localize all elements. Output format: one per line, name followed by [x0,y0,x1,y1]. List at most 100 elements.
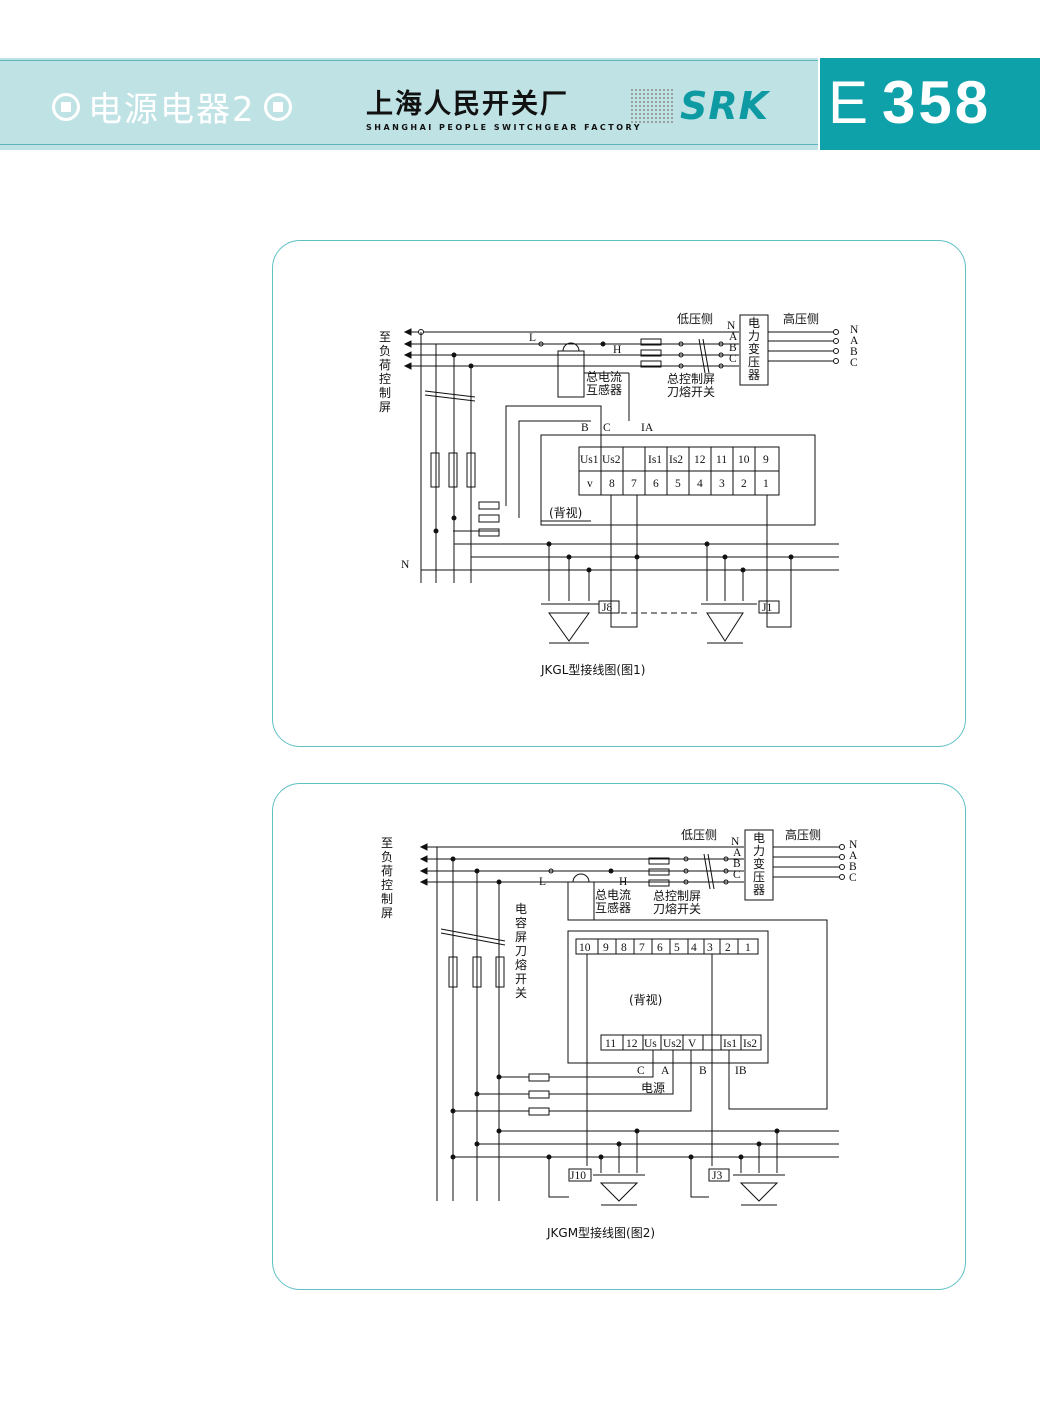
header-divider [818,58,820,150]
dot-pattern-icon [630,88,674,124]
terminal-label: 5 [675,478,681,490]
low-side-label: 低压侧 [681,828,717,842]
wire-label-c: C [603,422,611,434]
page-number: 358 [882,69,992,136]
wire-label-b: B [581,422,589,434]
terminal-label: 2 [741,478,747,490]
square-in-circle-icon [263,92,292,121]
terminal-label: V [688,1038,697,1050]
label-l: L [529,332,536,344]
square-in-circle-icon [52,92,80,121]
relay-label-j8: J8 [602,602,612,614]
terminal-label: Us2 [663,1038,682,1050]
terminal-label: 12 [694,454,706,466]
transformer-label: 电力变压器 [748,316,760,382]
series-title-text: 电源电器2 [88,90,256,130]
load-label-char: 至负荷控制屏 [379,330,391,414]
load-label-char: 至负荷控制屏 [381,836,393,920]
low-side-label: 低压侧 [677,312,713,326]
relay-label-j10: J10 [570,1170,586,1182]
terminal-label: 5 [674,942,680,954]
terminal-label: 7 [639,942,645,954]
terminal-label: Us2 [602,454,621,466]
transformer-label: 电力变压器 [753,831,765,897]
terminal-label: 8 [621,942,627,954]
terminal-label: Is2 [743,1038,757,1050]
main-switch-label-2: 刀熔开关 [653,901,701,916]
neutral-label: N [401,559,410,571]
terminal-row-bottom: 11 12 Us Us2 V Is1 Is2 [605,1038,757,1050]
terminal-label: 12 [626,1038,638,1050]
wire-label-c: C [637,1065,645,1077]
high-side-label: 高压侧 [785,827,821,842]
ct-label: 总电流互感器 [586,370,622,397]
wire-label-b: B [699,1065,707,1077]
terminal-label: 1 [763,478,769,490]
header-band [0,58,818,150]
terminal-label: Is1 [723,1038,737,1050]
terminal-label: Is1 [648,454,662,466]
terminal-label: 2 [725,942,731,954]
ct-label: 总电流互感器 [595,888,631,915]
terminal-label: v [587,478,593,490]
main-switch-label-1: 总控制屏 [653,889,701,903]
page-header: 电源电器2 上海人民开关厂 SHANGHAI PEOPLE SWITCHGEAR… [0,58,1040,150]
brand-name: SRK [680,84,770,128]
terminal-label: 4 [697,478,703,490]
terminal-label: 3 [719,478,725,490]
company-name-cn: 上海人民开关厂 [366,89,569,120]
rear-view-label: (背视) [549,505,582,520]
wire-label-a: A [661,1065,670,1077]
wire-label-ia: IA [641,422,654,434]
terminal-row-top: 10 9 8 7 6 5 4 3 2 1 [579,942,751,954]
rear-view-label: (背视) [629,992,662,1007]
terminal-label: Is2 [669,454,683,466]
company-name-en: SHANGHAI PEOPLE SWITCHGEAR FACTORY [366,123,643,132]
main-switch-label-2: 刀熔开关 [667,384,715,399]
header-rule [0,60,818,61]
terminal-label: 10 [738,454,750,466]
relay-label-j1: J1 [762,602,772,614]
page-code-box [818,58,1040,150]
terminal-label: Us1 [580,454,599,466]
relay-label-j3: J3 [712,1170,722,1182]
terminal-label: 9 [763,454,769,466]
series-title: 电源电器2 [52,82,292,131]
high-side-label: 高压侧 [783,311,819,326]
terminal-label: 6 [657,942,663,954]
label-h: H [619,876,627,888]
header-rule [0,144,818,145]
terminal-label: 8 [609,478,615,490]
label-l: L [539,876,546,888]
wire-label-ib: IB [735,1065,747,1077]
terminal-row-top: Us1 Us2 Is1 Is2 12 11 10 9 [580,454,769,466]
terminal-label: 11 [716,454,727,466]
power-label: 电源 [641,1081,665,1095]
terminal-label: 11 [605,1038,616,1050]
terminal-label: Us [644,1038,657,1050]
terminal-label: 4 [691,942,697,954]
terminal-row-bottom: v 8 7 6 5 4 3 2 1 [587,478,769,490]
company-logo: 上海人民开关厂 SHANGHAI PEOPLE SWITCHGEAR FACTO… [366,82,642,132]
terminal-label: 6 [653,478,659,490]
terminal-label: 3 [707,942,713,954]
terminal-label: 7 [631,478,637,490]
diagram-caption-2: JKGM型接线图(图2) [546,1225,655,1240]
page-prefix: E [828,69,869,136]
terminal-label: 9 [603,942,609,954]
diagram-caption-1: JKGL型接线图(图1) [540,662,645,677]
terminal-label: 10 [579,942,591,954]
cap-switch-label: 电容屏刀熔开关 [515,902,527,1000]
brand-logo: SRK [630,84,769,128]
label-h: H [613,344,621,356]
main-switch-label-1: 总控制屏 [667,372,715,386]
